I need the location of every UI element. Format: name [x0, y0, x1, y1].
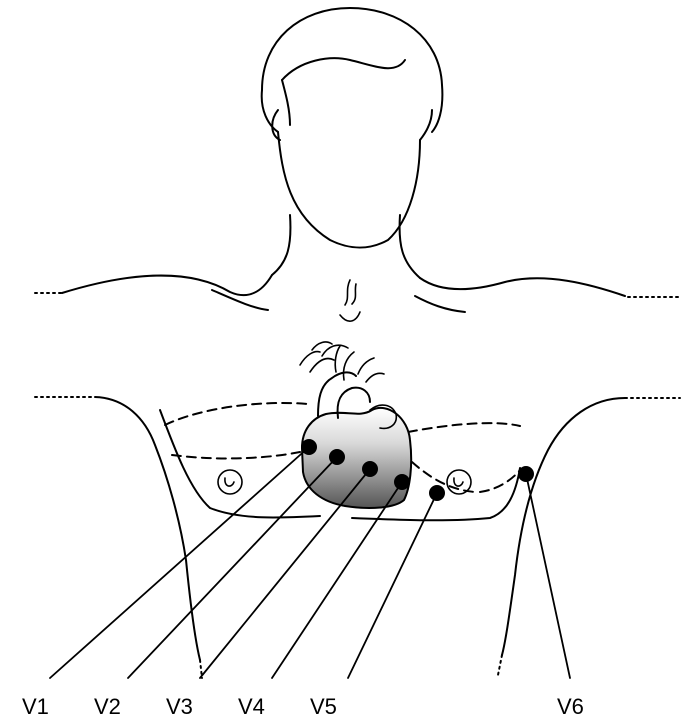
electrode-v4: [394, 474, 410, 490]
electrode-v6: [518, 466, 534, 482]
lead-label-v4: V4: [238, 694, 265, 719]
lead-wire-v4: [272, 482, 402, 678]
lead-label-v2: V2: [94, 694, 121, 719]
lead-label-v1: V1: [22, 694, 49, 719]
shoulders-outline: [35, 275, 680, 312]
electrode-v2: [329, 449, 345, 465]
lead-label-v5: V5: [310, 694, 337, 719]
lead-wire-v1: [50, 447, 309, 678]
lead-label-v6: V6: [557, 694, 584, 719]
right-nipple: [447, 470, 471, 494]
electrode-v3: [362, 461, 378, 477]
left-nipple: [218, 470, 242, 494]
lead-wire-v2: [128, 457, 337, 678]
lead-wire-v6: [526, 474, 570, 678]
lead-labels: V1 V2 V3 V4 V5 V6: [22, 694, 584, 719]
electrode-v5: [429, 485, 445, 501]
head-outline: [262, 8, 443, 248]
neck-outline: [272, 215, 420, 321]
lead-wire-v5: [348, 493, 437, 678]
lead-wire-v3: [200, 469, 370, 678]
electrode-v1: [301, 439, 317, 455]
lead-label-v3: V3: [166, 694, 193, 719]
